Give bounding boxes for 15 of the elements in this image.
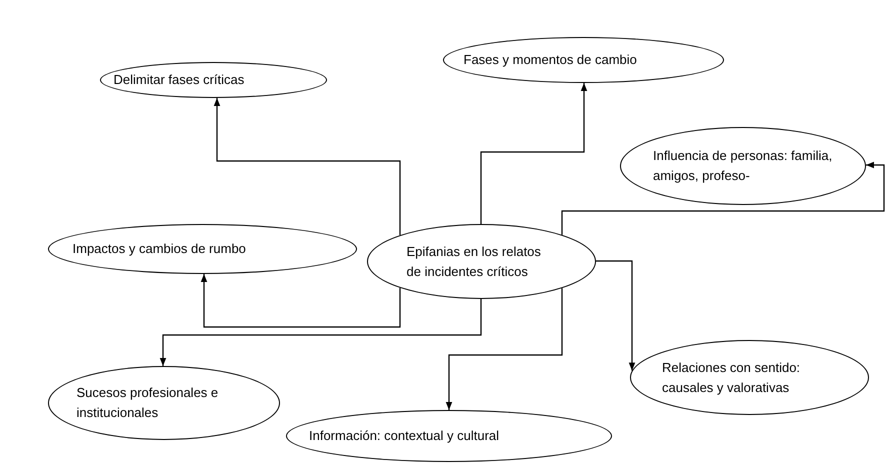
node-text: Relaciones con sentido: causales y valorativas [662, 358, 802, 397]
node-text: Delimitar fases críticas [114, 71, 246, 89]
arrow [446, 288, 563, 410]
node-text: Epifanias en los relatos de incidentes críticos [406, 242, 542, 280]
arrow [561, 162, 885, 235]
arrow [200, 274, 401, 328]
node-text: Información: contextual y cultural [309, 427, 500, 445]
arrow [596, 260, 636, 371]
arrow [160, 299, 482, 366]
node-text: Sucesos profesionales e institucionales [76, 384, 220, 422]
node-text: Impactos y cambios de rumbo [72, 240, 247, 258]
node-text: Influencia de personas: familia, amigos, profeso- [653, 147, 833, 185]
arrow [480, 83, 588, 224]
node-text: Fases y momentos de cambio [464, 51, 638, 69]
arrow [214, 98, 401, 236]
